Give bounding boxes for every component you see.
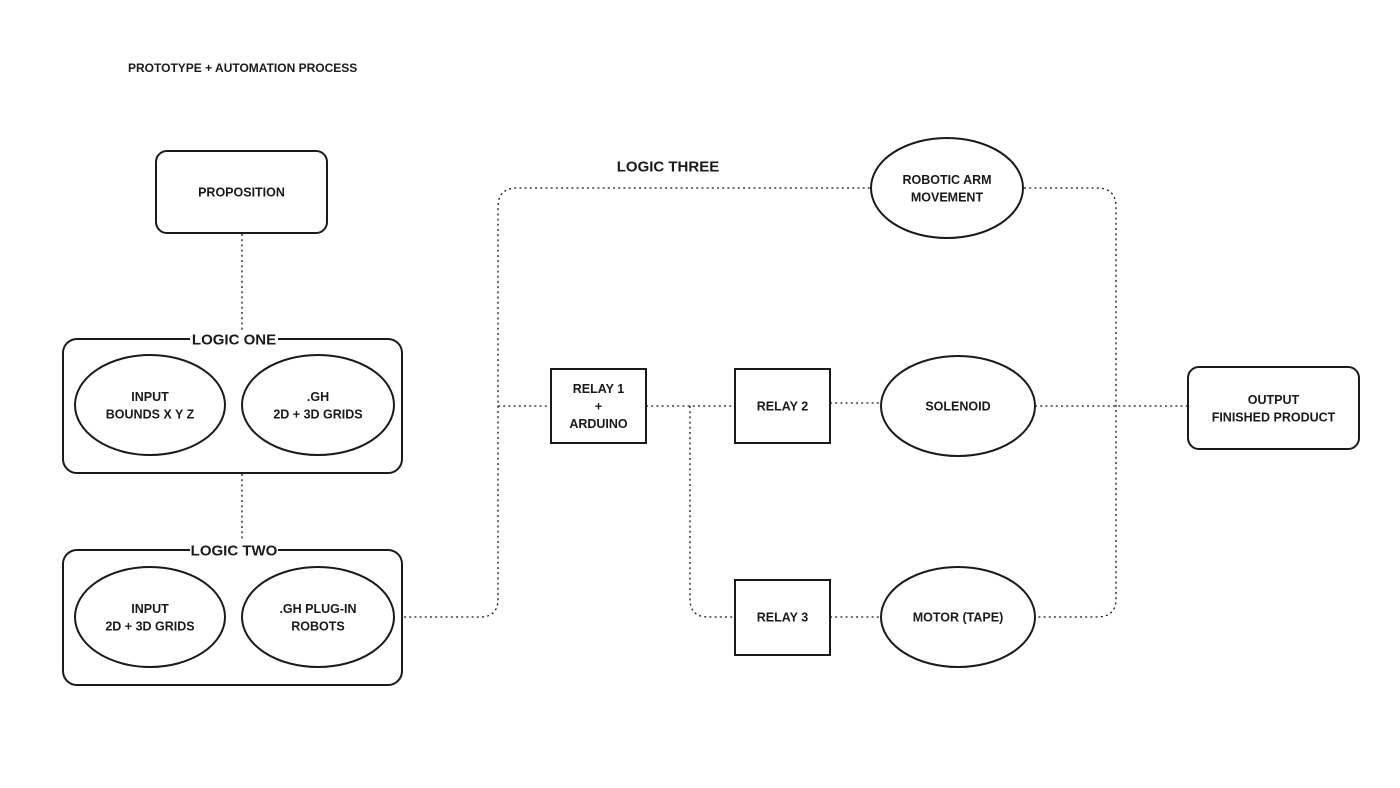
input-bounds-label: INPUT BOUNDS X Y Z: [106, 390, 195, 422]
connector-logic-two-logic-three: [404, 187, 872, 618]
input-grids-label: INPUT 2D + 3D GRIDS: [105, 602, 194, 634]
label-line: 2D + 3D GRIDS: [273, 407, 362, 421]
relay1-label: RELAY 1 + ARDUINO: [569, 382, 628, 431]
diagram-title: PROTOTYPE + AUTOMATION PROCESS: [128, 61, 357, 75]
label-line: SOLENOID: [925, 400, 990, 414]
logic-one-label: LOGIC ONE: [192, 332, 276, 349]
label-line: MOVEMENT: [911, 190, 984, 204]
label-line: MOTOR (TAPE): [913, 611, 1004, 625]
gh-plugin-node: [241, 566, 395, 668]
connector-relay-branch-relay3: [689, 406, 735, 618]
gh-grids-label: .GH 2D + 3D GRIDS: [273, 390, 362, 422]
relay2-node: RELAY 2: [734, 368, 831, 444]
gh-grids-node: [241, 354, 395, 456]
label-line: ROBOTIC ARM: [902, 173, 991, 187]
label-line: .GH: [307, 390, 329, 404]
logic-three-label: LOGIC THREE: [617, 159, 720, 176]
relay3-node: RELAY 3: [734, 579, 831, 656]
connectors: [241, 187, 1188, 618]
connector-arm-right: [1024, 187, 1117, 618]
motor-label: MOTOR (TAPE): [913, 611, 1004, 625]
label-line: RELAY 2: [757, 400, 808, 414]
label-line: .GH PLUG-IN: [279, 602, 356, 616]
label-line: ARDUINO: [569, 417, 628, 431]
label-line: RELAY 3: [757, 611, 808, 625]
label-line: BOUNDS X Y Z: [106, 407, 195, 421]
input-bounds-node: [74, 354, 226, 456]
proposition-node: PROPOSITION: [155, 150, 328, 234]
label-line: PROPOSITION: [198, 186, 285, 200]
relay3-label: RELAY 3: [757, 611, 808, 625]
label-line: 2D + 3D GRIDS: [105, 619, 194, 633]
logic-two-label: LOGIC TWO: [191, 543, 278, 560]
output-node: OUTPUT FINISHED PRODUCT: [1187, 366, 1360, 450]
label-line: INPUT: [131, 602, 169, 616]
logic-two-group: LOGIC TWO INPUT 2D + 3D GRIDS .GH PLUG-IN…: [62, 541, 403, 686]
relay2-label: RELAY 2: [757, 400, 808, 414]
motor-node: MOTOR (TAPE): [880, 566, 1036, 668]
label-line: FINISHED PRODUCT: [1212, 410, 1336, 424]
label-line: +: [595, 400, 602, 414]
label-line: ROBOTS: [291, 619, 344, 633]
solenoid-node: SOLENOID: [880, 355, 1036, 457]
logic-one-group: LOGIC ONE INPUT BOUNDS X Y Z .GH 2D + 3D G…: [62, 330, 403, 474]
label-line: RELAY 1: [573, 382, 624, 396]
proposition-label: PROPOSITION: [198, 186, 285, 200]
gh-plugin-label: .GH PLUG-IN ROBOTS: [279, 602, 356, 634]
label-line: OUTPUT: [1248, 393, 1300, 407]
input-grids-node: [74, 566, 226, 668]
solenoid-label: SOLENOID: [925, 400, 990, 414]
output-label: OUTPUT FINISHED PRODUCT: [1212, 393, 1336, 425]
robotic-arm-node: ROBOTIC ARM MOVEMENT: [870, 137, 1024, 239]
label-line: INPUT: [131, 390, 169, 404]
robotic-arm-label: ROBOTIC ARM MOVEMENT: [902, 173, 991, 205]
relay1-node: RELAY 1 + ARDUINO: [550, 368, 647, 444]
